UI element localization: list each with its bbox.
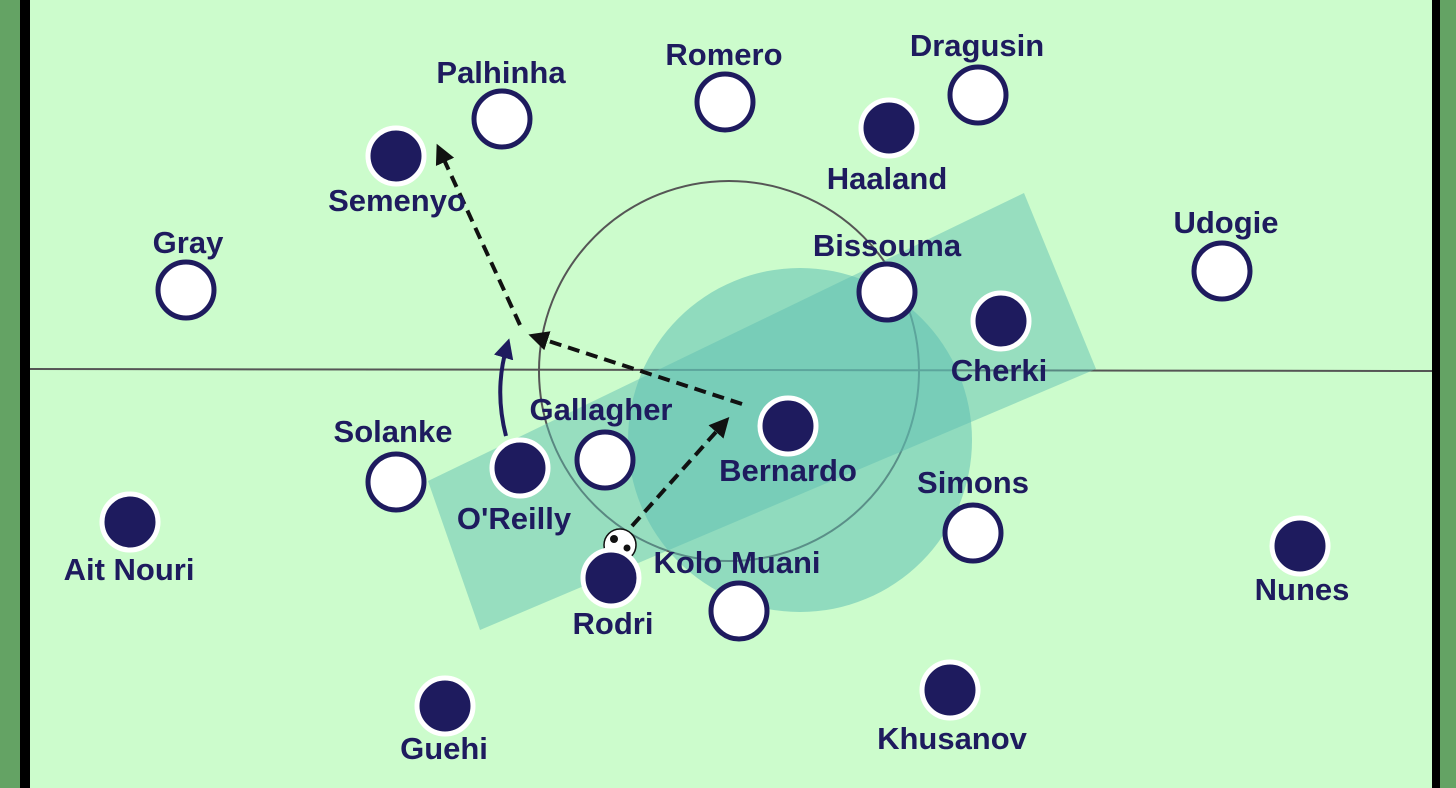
player-label-haaland: Haaland bbox=[827, 161, 948, 196]
player-token-cherki bbox=[970, 290, 1032, 352]
player-token-dragusin bbox=[947, 64, 1009, 126]
player-token-romero bbox=[694, 71, 756, 133]
run-arrow-oreilly bbox=[494, 338, 514, 437]
player-label-romero: Romero bbox=[665, 37, 782, 72]
player-label-gallagher: Gallagher bbox=[530, 392, 673, 427]
player-token-haaland bbox=[858, 97, 920, 159]
player-token-solanke bbox=[365, 451, 427, 513]
player-label-udogie: Udogie bbox=[1173, 205, 1278, 240]
player-label-khusanov: Khusanov bbox=[877, 721, 1028, 756]
player-token-gallagher bbox=[574, 429, 636, 491]
player-token-guehi bbox=[414, 675, 476, 737]
player-token-simons bbox=[942, 502, 1004, 564]
player-token-semenyo bbox=[365, 125, 427, 187]
player-label-gray: Gray bbox=[153, 225, 224, 260]
pass-arrow-to-bernardo bbox=[630, 417, 730, 528]
player-token-gray bbox=[155, 259, 217, 321]
pitch-border-left bbox=[0, 0, 20, 788]
player-label-o-reilly: O'Reilly bbox=[457, 501, 572, 536]
pass-arrow-to-semenyo bbox=[435, 143, 522, 326]
player-label-dragusin: Dragusin bbox=[910, 28, 1044, 63]
player-label-palhinha: Palhinha bbox=[436, 55, 566, 90]
team-dark-players bbox=[99, 97, 1331, 737]
player-token-ait-nouri bbox=[99, 491, 161, 553]
pitch-edge-right bbox=[1432, 0, 1440, 788]
player-token-kolo-muani bbox=[708, 580, 770, 642]
player-token-nunes bbox=[1269, 515, 1331, 577]
pitch-border-right bbox=[1440, 0, 1456, 788]
player-token-rodri bbox=[580, 547, 642, 609]
pass-arrow-layoff bbox=[528, 331, 743, 406]
player-label-semenyo: Semenyo bbox=[328, 183, 466, 218]
player-token-udogie bbox=[1191, 240, 1253, 302]
team-light-players bbox=[155, 64, 1253, 642]
pitch-edge-left bbox=[20, 0, 30, 788]
player-label-nunes: Nunes bbox=[1255, 572, 1350, 607]
player-label-simons: Simons bbox=[917, 465, 1029, 500]
player-label-bernardo: Bernardo bbox=[719, 453, 857, 488]
player-token-o-reilly bbox=[489, 437, 551, 499]
player-label-solanke: Solanke bbox=[334, 414, 453, 449]
player-label-cherki: Cherki bbox=[951, 353, 1047, 388]
player-label-rodri: Rodri bbox=[573, 606, 654, 641]
player-token-bernardo bbox=[757, 395, 819, 457]
player-label-guehi: Guehi bbox=[400, 731, 488, 766]
player-token-khusanov bbox=[919, 659, 981, 721]
player-label-kolo-muani: Kolo Muani bbox=[653, 545, 820, 580]
player-label-ait-nouri: Ait Nouri bbox=[64, 552, 195, 587]
player-label-bissouma: Bissouma bbox=[813, 228, 962, 263]
player-token-palhinha bbox=[471, 88, 533, 150]
player-token-bissouma bbox=[856, 261, 918, 323]
